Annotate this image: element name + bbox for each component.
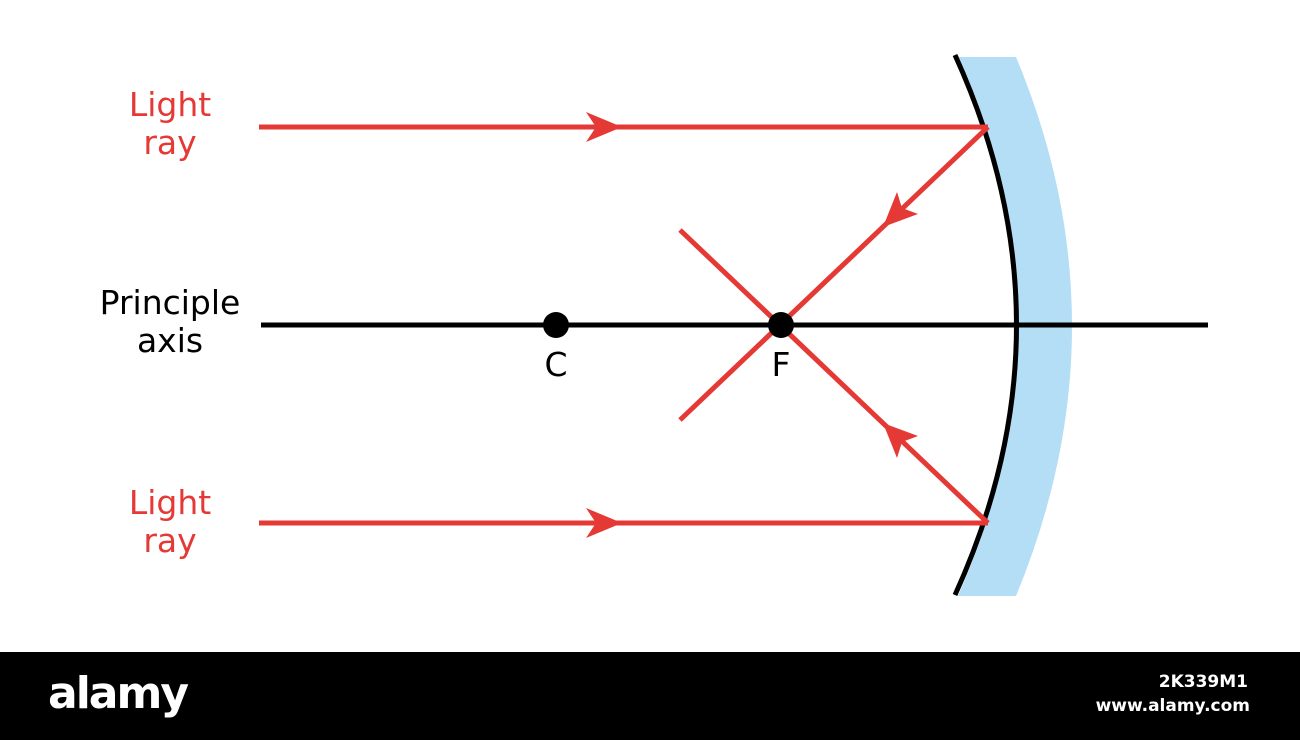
axis-label-line1: Principle: [99, 283, 241, 322]
axis-label-line2: axis: [136, 321, 204, 360]
stock-website: www.alamy.com: [1095, 696, 1250, 716]
arrowhead-reflected-top: [883, 192, 918, 227]
stock-logo: alamy: [48, 668, 189, 719]
center-of-curvature-point: [543, 312, 569, 338]
mirror-glass: [958, 57, 1072, 596]
focal-point: [768, 312, 794, 338]
top-ray-label-line1: Light: [128, 85, 212, 124]
bottom-ray-label: Light ray: [110, 484, 230, 560]
bottom-ray-label-line2: ray: [143, 521, 197, 560]
arrowhead-reflected-bottom: [883, 423, 918, 458]
diagram-svg: [259, 53, 1208, 597]
reflected-ray-top: [678, 125, 990, 422]
concave-mirror-diagram: Light ray Light ray Principle axis C F: [80, 53, 1208, 597]
reflected-ray-bottom: [678, 228, 990, 525]
focus-point-label: F: [771, 345, 791, 384]
stock-footer-bar: alamy 2K339M1 www.alamy.com: [0, 652, 1300, 740]
bottom-ray-label-line1: Light: [128, 483, 212, 522]
stock-image-id: 2K339M1: [1158, 672, 1248, 692]
center-point-label: C: [544, 345, 568, 384]
axis-label: Principle axis: [80, 284, 260, 360]
arrowhead-incident-bottom: [586, 508, 622, 538]
top-ray-label: Light ray: [110, 86, 230, 162]
top-ray-label-line2: ray: [143, 123, 197, 162]
arrowhead-incident-top: [586, 112, 622, 142]
